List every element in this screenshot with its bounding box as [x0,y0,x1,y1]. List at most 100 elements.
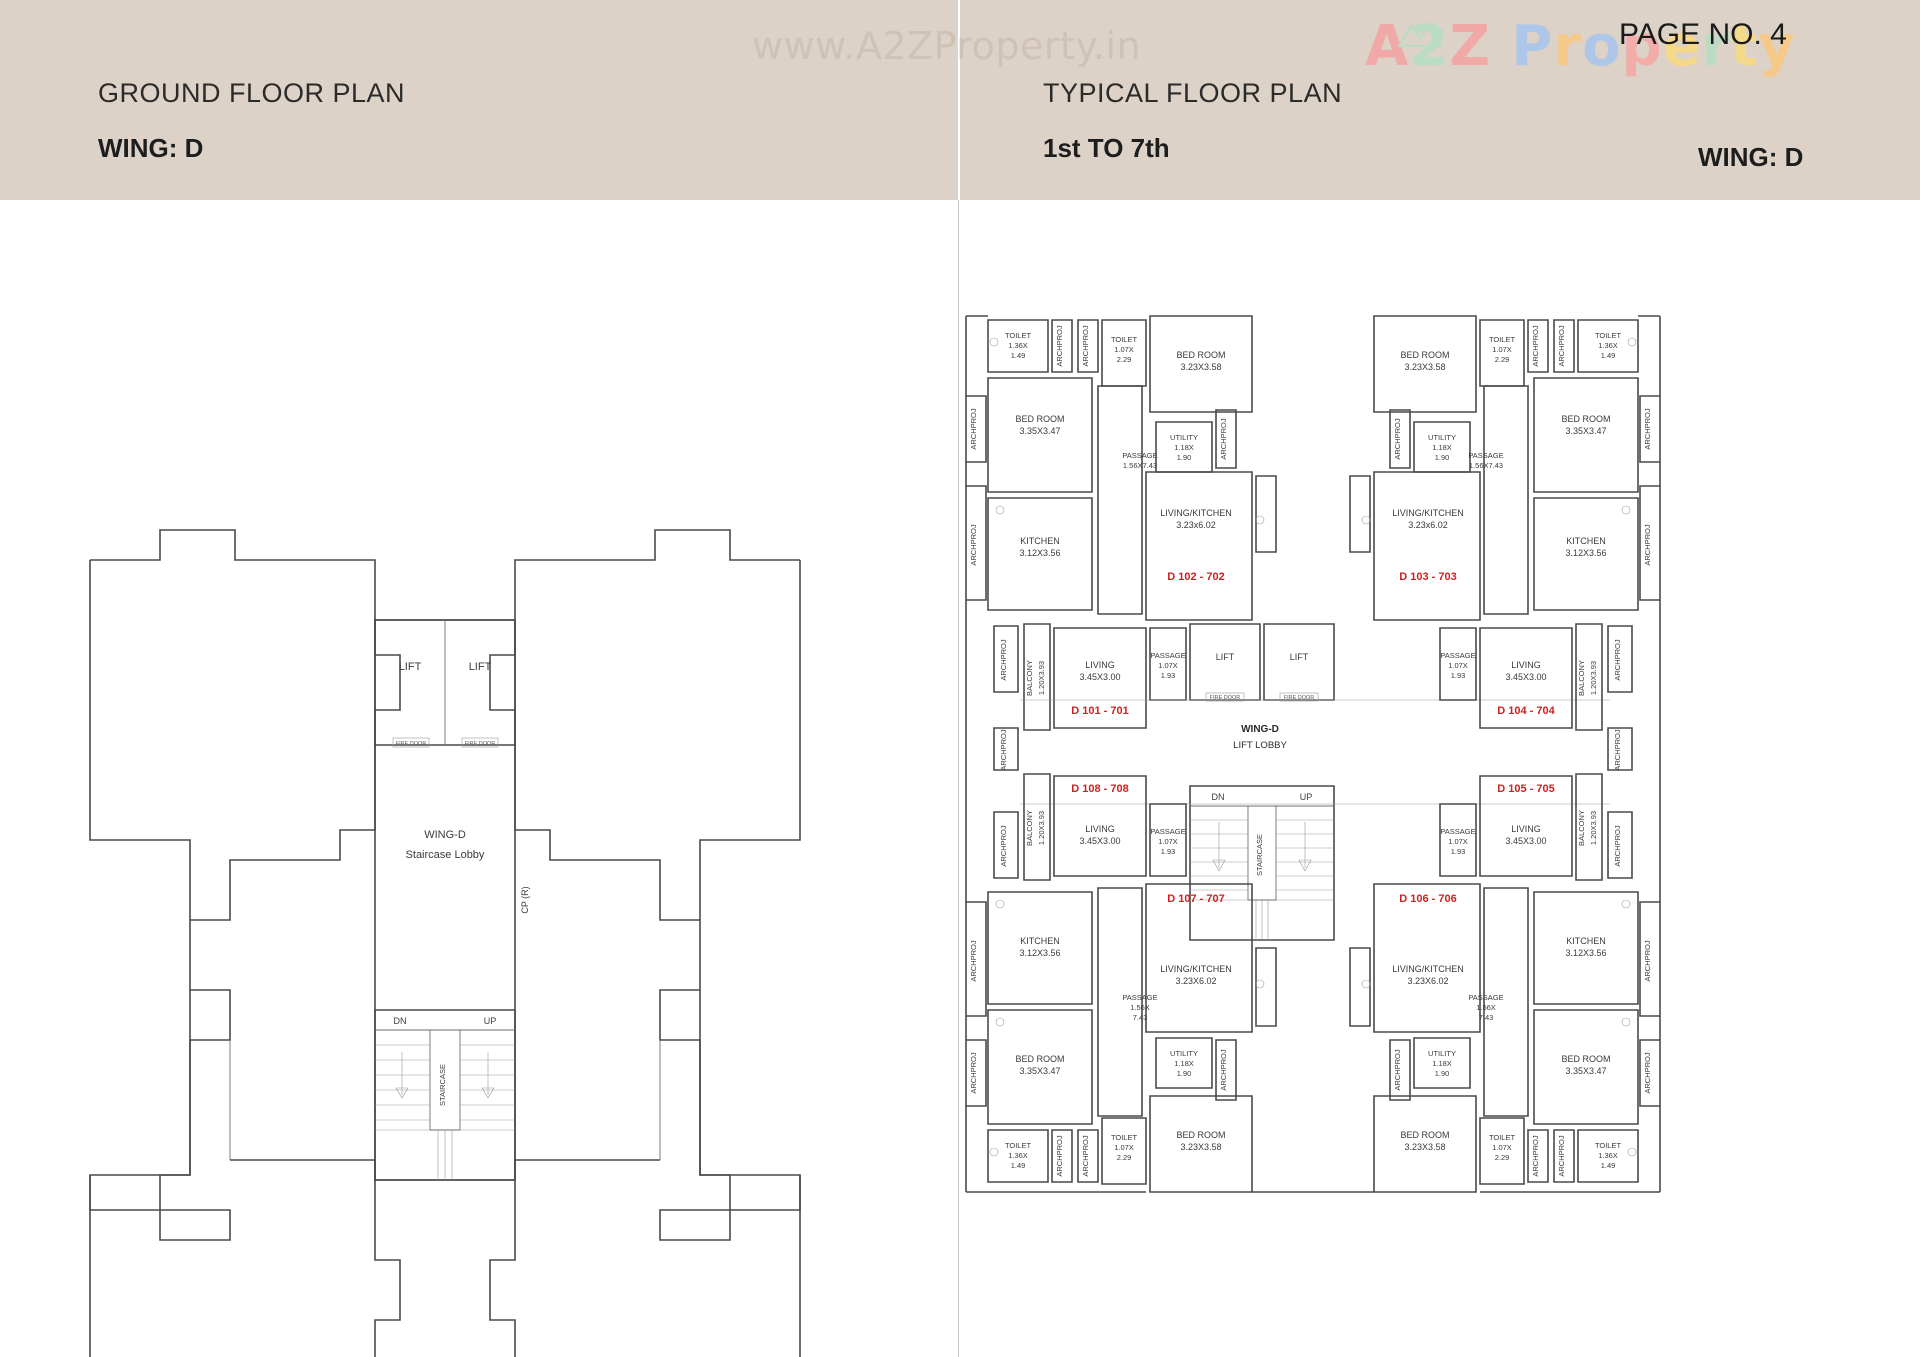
svg-text:TOILET: TOILET [1595,1141,1622,1150]
svg-text:1.36X: 1.36X [1008,341,1028,350]
svg-text:ARCHPROJ: ARCHPROJ [969,408,978,450]
svg-text:BED ROOM: BED ROOM [1015,1054,1064,1064]
header-band [0,0,1920,200]
svg-text:UTILITY: UTILITY [1170,1049,1198,1058]
svg-text:ARCHPROJ: ARCHPROJ [1081,325,1090,367]
svg-text:ARCHPROJ: ARCHPROJ [1219,1049,1228,1091]
svg-text:BED ROOM: BED ROOM [1400,1130,1449,1140]
svg-text:1.18X: 1.18X [1174,443,1194,452]
header-divider [958,0,960,200]
svg-text:ARCHPROJ: ARCHPROJ [1613,729,1622,771]
svg-text:ARCHPROJ: ARCHPROJ [1393,1049,1402,1091]
svg-text:TOILET: TOILET [1595,331,1622,340]
unit-label-d107: D 107 - 707 [1167,893,1224,905]
svg-text:ARCHPROJ: ARCHPROJ [999,825,1008,867]
svg-text:7.43: 7.43 [1479,1013,1494,1022]
svg-text:1.07X: 1.07X [1492,1143,1512,1152]
unit-label-d101: D 101 - 701 [1071,705,1128,717]
svg-text:ARCHPROJ: ARCHPROJ [1081,1135,1090,1177]
svg-text:DN: DN [1212,792,1225,802]
svg-text:1.07X: 1.07X [1114,345,1134,354]
svg-text:FIRE DOOR: FIRE DOOR [1210,695,1241,701]
svg-text:FIRE DOOR: FIRE DOOR [465,741,496,747]
svg-text:3.12X3.56: 3.12X3.56 [1565,548,1606,558]
svg-text:BALCONY: BALCONY [1577,810,1586,846]
svg-text:3.35X3.47: 3.35X3.47 [1019,426,1060,436]
svg-text:BED ROOM: BED ROOM [1400,350,1449,360]
svg-text:3.45X3.00: 3.45X3.00 [1505,836,1546,846]
svg-text:ARCHPROJ: ARCHPROJ [1557,325,1566,367]
svg-text:ARCHPROJ: ARCHPROJ [1531,1135,1540,1177]
ground-floor-wing-label: WING: D [98,133,204,163]
svg-text:1.90: 1.90 [1177,453,1192,462]
svg-text:1.56X7.43: 1.56X7.43 [1123,461,1157,470]
unit-label-d104: D 104 - 704 [1497,705,1555,717]
svg-text:1.20X3.93: 1.20X3.93 [1589,811,1598,845]
svg-text:ARCHPROJ: ARCHPROJ [1393,418,1402,460]
svg-text:1.07X: 1.07X [1158,661,1178,670]
a2zproperty-logo-watermark: A2Z Property [1365,14,1796,79]
svg-text:2.29: 2.29 [1495,1153,1510,1162]
svg-text:1.20X3.93: 1.20X3.93 [1037,811,1046,845]
svg-text:FIRE DOOR: FIRE DOOR [396,741,427,747]
svg-text:LIVING: LIVING [1511,660,1541,670]
page-number: PAGE NO. 4 [1619,18,1787,51]
svg-text:1.90: 1.90 [1177,1069,1192,1078]
svg-text:3.45X3.00: 3.45X3.00 [1505,672,1546,682]
svg-text:3.23X6.02: 3.23X6.02 [1407,976,1448,986]
svg-text:TOILET: TOILET [1111,335,1138,344]
svg-text:STAIRCASE: STAIRCASE [438,1064,447,1106]
svg-text:LIVING: LIVING [1511,824,1541,834]
unit-label-d106: D 106 - 706 [1399,893,1456,905]
svg-text:1.36X: 1.36X [1008,1151,1028,1160]
svg-text:3.23X3.58: 3.23X3.58 [1404,362,1445,372]
svg-text:ARCHPROJ: ARCHPROJ [969,524,978,566]
svg-text:1.07X: 1.07X [1114,1143,1134,1152]
svg-text:3.35X3.47: 3.35X3.47 [1565,1066,1606,1076]
svg-text:1.07X: 1.07X [1158,837,1178,846]
svg-text:KITCHEN: KITCHEN [1020,936,1060,946]
svg-text:ARCHPROJ: ARCHPROJ [1643,408,1652,450]
lift-lobby-label: LIFT LOBBY [1233,740,1287,751]
svg-text:3.23X6.02: 3.23X6.02 [1175,976,1216,986]
svg-text:1.07X: 1.07X [1448,837,1468,846]
svg-text:2.29: 2.29 [1117,355,1132,364]
svg-text:BED ROOM: BED ROOM [1176,350,1225,360]
svg-text:3.35X3.47: 3.35X3.47 [1565,426,1606,436]
svg-text:PASSAGE: PASSAGE [1122,993,1157,1002]
svg-text:1.93: 1.93 [1451,847,1466,856]
svg-text:3.23X3.58: 3.23X3.58 [1404,1142,1445,1152]
svg-text:TOILET: TOILET [1005,331,1032,340]
svg-text:BED ROOM: BED ROOM [1176,1130,1225,1140]
svg-text:ARCHPROJ: ARCHPROJ [1643,524,1652,566]
svg-text:ARCHPROJ: ARCHPROJ [969,940,978,982]
svg-text:TOILET: TOILET [1489,335,1516,344]
svg-text:1.56X7.43: 1.56X7.43 [1469,461,1503,470]
svg-text:BALCONY: BALCONY [1025,660,1034,696]
svg-text:ARCHPROJ: ARCHPROJ [969,1052,978,1094]
svg-text:LIVING/KITCHEN: LIVING/KITCHEN [1392,964,1464,974]
page-body-divider [958,200,959,1357]
svg-text:ARCHPROJ: ARCHPROJ [1613,639,1622,681]
svg-text:1.07X: 1.07X [1492,345,1512,354]
svg-text:1.49: 1.49 [1601,351,1616,360]
svg-text:3.35X3.47: 3.35X3.47 [1019,1066,1060,1076]
svg-text:1.36X: 1.36X [1598,341,1618,350]
svg-text:KITCHEN: KITCHEN [1566,536,1606,546]
svg-text:1.49: 1.49 [1601,1161,1616,1170]
svg-text:1.56X: 1.56X [1130,1003,1150,1012]
typical-floor-wing-label: WING: D [1698,142,1804,172]
svg-text:PASSAGE: PASSAGE [1122,451,1157,460]
svg-text:1.20X3.93: 1.20X3.93 [1589,661,1598,695]
svg-text:CP (R): CP (R) [520,886,530,913]
svg-text:DN: DN [394,1016,407,1026]
svg-text:ARCHPROJ: ARCHPROJ [1219,418,1228,460]
svg-text:LIVING: LIVING [1085,824,1115,834]
unit-label-d102: D 102 - 702 [1167,571,1224,583]
svg-text:1.93: 1.93 [1451,671,1466,680]
svg-text:PASSAGE: PASSAGE [1440,651,1475,660]
svg-text:UTILITY: UTILITY [1428,1049,1456,1058]
svg-text:PASSAGE: PASSAGE [1468,993,1503,1002]
svg-text:BED ROOM: BED ROOM [1561,414,1610,424]
svg-text:BED ROOM: BED ROOM [1561,1054,1610,1064]
